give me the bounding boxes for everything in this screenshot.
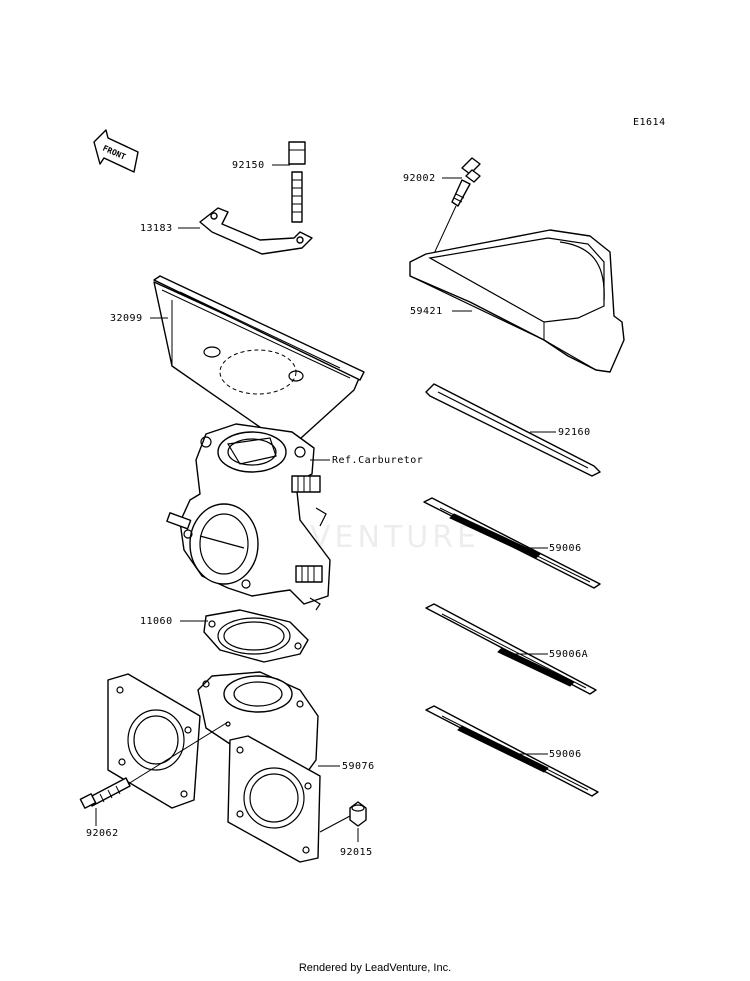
callout-92160: 92160 (558, 427, 591, 438)
reed-valve-59006A-icon (425, 603, 597, 695)
callout-59006-a: 59006 (549, 543, 582, 554)
watermark: VENTURE (310, 520, 481, 555)
callout-92015: 92015 (340, 847, 373, 858)
intake-manifold-59076-icon (107, 671, 321, 863)
air-box-32099-icon (153, 275, 365, 449)
callout-59076: 59076 (342, 761, 375, 772)
callout-59006-b: 59006 (549, 749, 582, 760)
bolt-92002-icon (451, 157, 481, 207)
callout-92150: 92150 (232, 160, 265, 171)
callout-ref-carburetor: Ref.Carburetor (332, 455, 423, 466)
callout-13183: 13183 (140, 223, 173, 234)
callout-59006A: 59006A (549, 649, 588, 660)
cover-59421-icon (409, 229, 625, 373)
carburetor-icon (166, 423, 331, 611)
nut-92015-icon (349, 801, 367, 827)
bracket-13183-icon (199, 207, 313, 255)
gasket-92160-icon (425, 383, 601, 477)
callout-92002: 92002 (403, 173, 436, 184)
bolt-92150-icon (288, 141, 306, 223)
diagram-code: E1614 (633, 117, 666, 128)
callout-32099: 32099 (110, 313, 143, 324)
callout-59421: 59421 (410, 306, 443, 317)
stud-92062-icon (79, 777, 131, 809)
front-arrow-icon: FRONT (93, 129, 139, 173)
footer-credit: Rendered by LeadVenture, Inc. (298, 962, 452, 974)
reed-valve-59006-icon (423, 497, 601, 589)
callout-92062: 92062 (86, 828, 119, 839)
callout-11060: 11060 (140, 616, 173, 627)
reed-valve-59006-2-icon (425, 705, 599, 797)
gasket-11060-icon (203, 609, 309, 663)
